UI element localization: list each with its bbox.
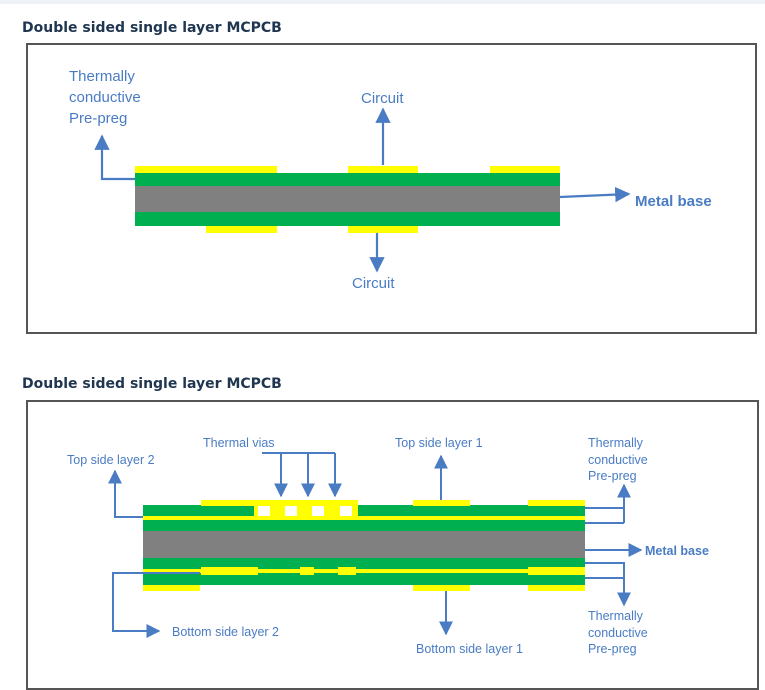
via-gap	[285, 505, 297, 516]
thermal-via	[254, 500, 258, 520]
top-copper-pad	[490, 166, 560, 173]
metal-base-arrow	[559, 186, 631, 203]
via-gap	[258, 505, 270, 516]
metal-base-layer	[143, 531, 585, 558]
top-copper-pad	[528, 500, 585, 506]
inner-copper-pad	[300, 567, 314, 575]
diagram2-arrows	[108, 452, 643, 638]
inner-copper-pad	[338, 567, 356, 575]
bottom-copper-pad	[528, 585, 585, 591]
thermal-vias-label: Thermal vias	[203, 436, 275, 450]
via-gap	[312, 505, 324, 516]
top-side-layer-2-label: Top side layer 2	[67, 453, 155, 467]
metal-base-layer	[135, 186, 560, 212]
top-copper-pad	[413, 500, 470, 506]
bottom-copper-pad	[206, 226, 277, 233]
bottom-side-layer-2-label: Bottom side layer 2	[172, 625, 279, 639]
top-side-layer-1-label: Top side layer 1	[395, 436, 483, 450]
thermal-via	[270, 500, 285, 520]
inner-copper-pad	[201, 567, 258, 575]
thermal-via	[324, 500, 340, 520]
circuit-bottom-label: Circuit	[352, 275, 395, 292]
diagram1-arrows	[94, 107, 631, 273]
prepreg-top-label: Thermally conductive Pre-preg	[588, 436, 648, 483]
diagram1-heading: Double sided single layer MCPCB	[22, 20, 282, 36]
metal-base-label: Metal base	[635, 193, 712, 210]
bottom-side-layer-1-label: Bottom side layer 1	[416, 642, 523, 656]
inner-copper-top	[143, 516, 585, 520]
bottom-copper-pad	[348, 226, 418, 233]
prepreg-top-arrow	[585, 483, 631, 509]
prepreg-bottom-arrow	[585, 562, 631, 607]
metal-base-label: Metal base	[645, 544, 709, 558]
circuit-top-label: Circuit	[361, 90, 404, 107]
inner-copper-bottom	[143, 569, 585, 573]
prepreg-label: Thermally conductive Pre-preg	[69, 68, 141, 127]
prepreg-arrow	[94, 134, 135, 181]
top-copper-pad	[348, 166, 418, 173]
thermal-via	[352, 500, 358, 520]
diagram2-stackup	[143, 500, 585, 591]
via-gap	[340, 505, 352, 516]
diagram2-heading: Double sided single layer MCPCB	[22, 376, 282, 392]
top-strip	[0, 0, 765, 4]
diagram1-stackup	[135, 166, 560, 233]
top-side-layer-2-arrow	[108, 469, 143, 518]
inner-copper-pad	[528, 567, 585, 575]
bottom-side-layer-2-arrow	[112, 572, 200, 638]
bottom-copper-pad	[413, 585, 470, 591]
bottom-copper-pad	[143, 585, 200, 591]
prepreg-bottom-label: Thermally conductive Pre-preg	[588, 609, 648, 656]
thermal-via	[297, 500, 312, 520]
top-copper-pad	[135, 166, 277, 173]
